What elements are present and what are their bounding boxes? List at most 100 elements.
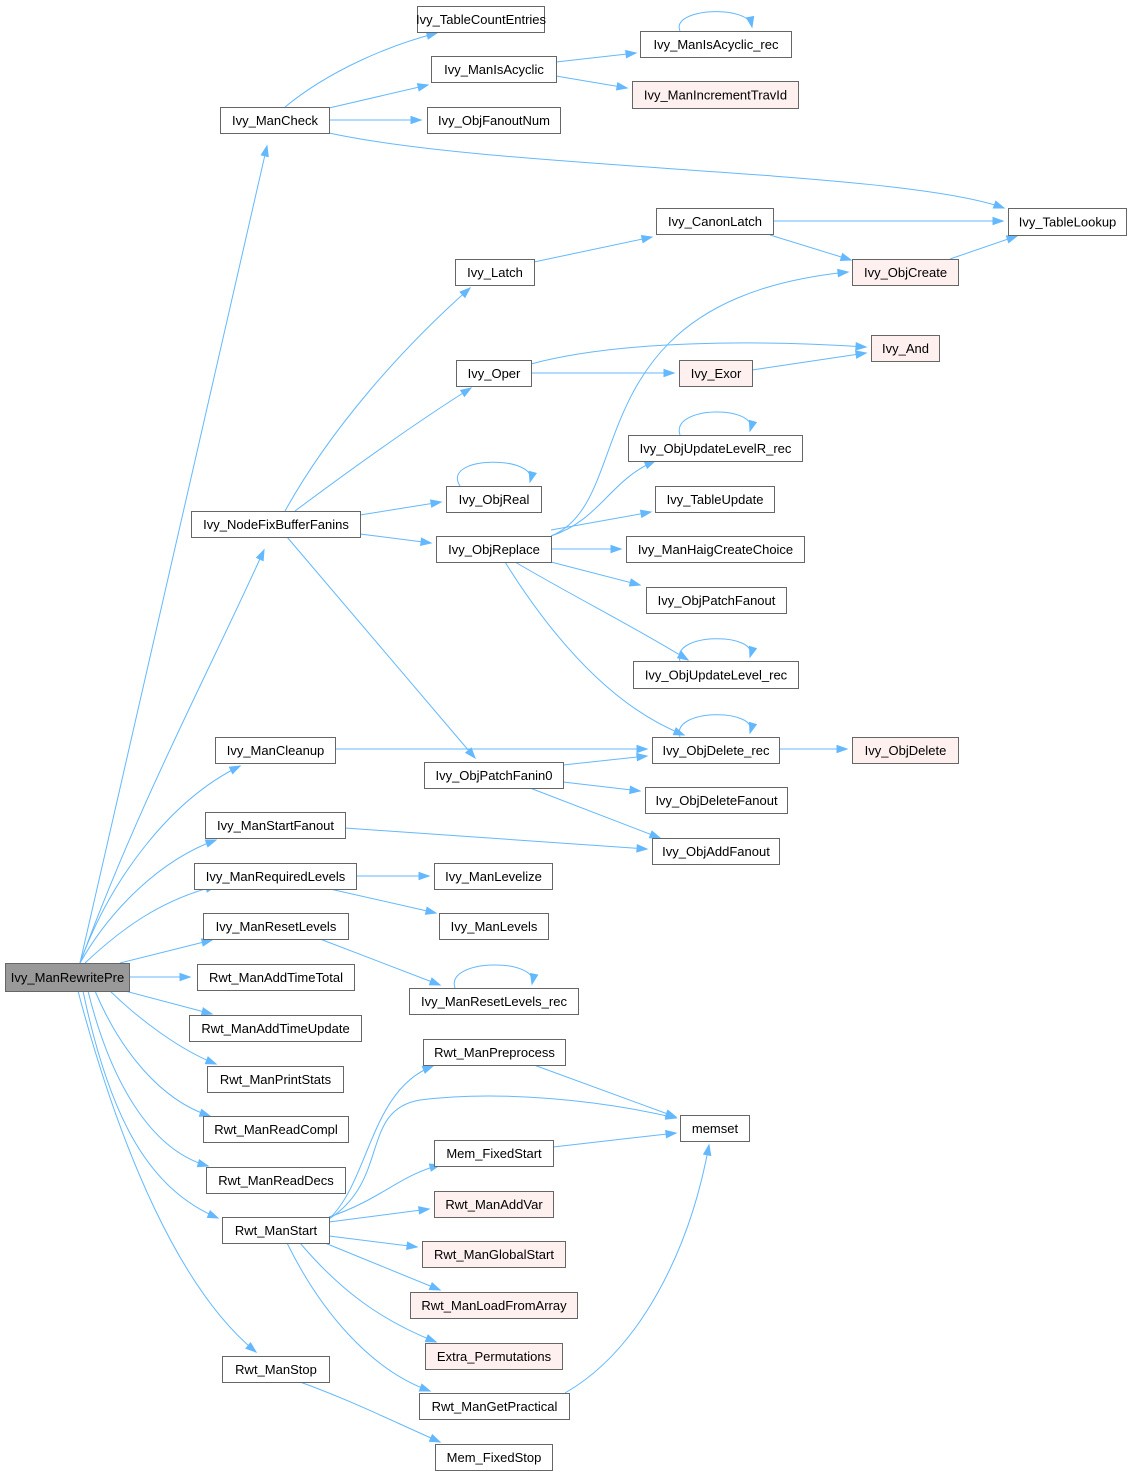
- edge-ivy_nodefixbufferfanins-to-ivy_objpatchfanin0: [286, 536, 476, 760]
- edge-ivy_objdelete_rec-to-ivy_objdelete_rec: [678, 714, 758, 738]
- edge-ivy_mancleanup-to-ivy_objdelete_rec: [335, 744, 649, 754]
- node-ivy-manlevels[interactable]: Ivy_ManLevels: [439, 913, 549, 940]
- node-ivy-manresetlevels-rec[interactable]: Ivy_ManResetLevels_rec: [409, 988, 579, 1015]
- node-rwt-manloadfromarray[interactable]: Rwt_ManLoadFromArray: [410, 1292, 578, 1319]
- node-ivy-objupdatelevel-rec[interactable]: Ivy_ObjUpdateLevel_rec: [633, 661, 799, 689]
- edge-ivy_manisacyclic-to-ivy_manincrementtravid: [555, 75, 629, 91]
- node-ivy-manisacyclic[interactable]: Ivy_ManIsAcyclic: [431, 56, 557, 83]
- node-memset[interactable]: memset: [680, 1115, 750, 1142]
- node-label: Ivy_ManStartFanout: [217, 818, 334, 833]
- node-rwt-manaddvar[interactable]: Rwt_ManAddVar: [434, 1191, 554, 1218]
- node-label: Rwt_ManReadCompl: [214, 1122, 338, 1137]
- node-rwt-manstop[interactable]: Rwt_ManStop: [222, 1356, 330, 1383]
- node-extra-permutations[interactable]: Extra_Permutations: [425, 1343, 563, 1370]
- arrowhead: [228, 765, 242, 775]
- edge-ivy_objpatchfanin0-to-ivy_objdelete_rec: [562, 752, 649, 766]
- arrowhead: [702, 1143, 712, 1157]
- node-ivy-manrequiredlevels[interactable]: Ivy_ManRequiredLevels: [194, 863, 357, 890]
- node-ivy-manisacyclic-rec[interactable]: Ivy_ManIsAcyclic_rec: [640, 31, 792, 58]
- node-rwt-manreaddecs[interactable]: Rwt_ManReadDecs: [206, 1167, 346, 1194]
- node-label: Ivy_ManCheck: [232, 113, 318, 128]
- node-ivy-objdeletefanout[interactable]: Ivy_ObjDeleteFanout: [645, 787, 788, 814]
- node-ivy-manhaigcreatechoice[interactable]: Ivy_ManHaigCreateChoice: [626, 536, 805, 563]
- node-rwt-manprintstats[interactable]: Rwt_ManPrintStats: [207, 1066, 344, 1093]
- node-ivy-tablecountentries[interactable]: Ivy_TableCountEntries: [416, 6, 547, 33]
- node-label: Rwt_ManGetPractical: [432, 1399, 558, 1414]
- arrowhead: [198, 1108, 212, 1117]
- node-label: Ivy_ManCleanup: [227, 743, 325, 758]
- node-ivy-objreplace[interactable]: Ivy_ObjReplace: [436, 536, 552, 563]
- node-rwt-mangetpractical[interactable]: Rwt_ManGetPractical: [419, 1393, 570, 1420]
- node-rwt-manreadcompl[interactable]: Rwt_ManReadCompl: [203, 1116, 349, 1143]
- node-ivy-objupdatelevelr-rec[interactable]: Ivy_ObjUpdateLevelR_rec: [628, 435, 803, 462]
- node-ivy-manrewritepre[interactable]: Ivy_ManRewritePre: [5, 963, 130, 992]
- node-ivy-tableupdate[interactable]: Ivy_TableUpdate: [655, 486, 775, 513]
- node-box: [439, 913, 549, 940]
- edge-ivy_objreal-to-ivy_objreal: [456, 461, 537, 487]
- node-label: Ivy_CanonLatch: [668, 214, 762, 229]
- node-rwt-manstart[interactable]: Rwt_ManStart: [222, 1217, 330, 1244]
- node-ivy-and[interactable]: Ivy_And: [871, 335, 940, 362]
- node-ivy-manstartfanout[interactable]: Ivy_ManStartFanout: [205, 812, 346, 839]
- node-ivy-objfanoutnum[interactable]: Ivy_ObjFanoutNum: [427, 107, 561, 134]
- node-label: Ivy_ObjPatchFanin0: [435, 768, 552, 783]
- arrowhead: [196, 1158, 210, 1168]
- node-label: Ivy_ObjUpdateLevel_rec: [645, 668, 788, 683]
- node-ivy-exor[interactable]: Ivy_Exor: [679, 360, 753, 387]
- node-ivy-objdelete[interactable]: Ivy_ObjDelete: [852, 737, 959, 764]
- node-ivy-objpatchfanin0[interactable]: Ivy_ObjPatchFanin0: [424, 762, 564, 789]
- node-ivy-objreal[interactable]: Ivy_ObjReal: [446, 486, 542, 513]
- node-ivy-latch[interactable]: Ivy_Latch: [455, 259, 535, 286]
- node-label: memset: [692, 1121, 739, 1136]
- node-rwt-manaddtimeupdate[interactable]: Rwt_ManAddTimeUpdate: [189, 1015, 362, 1042]
- node-box: [652, 737, 780, 764]
- node-label: Rwt_ManAddVar: [445, 1197, 543, 1212]
- node-rwt-manglobalstart[interactable]: Rwt_ManGlobalStart: [422, 1241, 566, 1268]
- arrowhead: [424, 906, 438, 915]
- node-ivy-mancleanup[interactable]: Ivy_ManCleanup: [215, 737, 336, 764]
- edge-ivy_manrewritepre-to-rwt_managtimetotal: [129, 972, 192, 982]
- node-ivy-manresetlevels[interactable]: Ivy_ManResetLevels: [203, 913, 349, 940]
- node-box: [207, 1066, 344, 1093]
- node-rwt-manpreprocess[interactable]: Rwt_ManPreprocess: [423, 1039, 566, 1066]
- node-label: Rwt_ManReadDecs: [218, 1173, 334, 1188]
- edge-ivy_mancheck-to-ivy_objfanoutnum: [329, 115, 423, 125]
- node-box: [422, 1241, 566, 1268]
- node-label: Ivy_ObjReplace: [448, 542, 540, 557]
- node-box: [679, 360, 753, 387]
- node-label: Ivy_ManIncrementTravId: [644, 88, 787, 103]
- node-ivy-manlevelize[interactable]: Ivy_ManLevelize: [434, 863, 553, 890]
- arrowhead: [255, 548, 265, 562]
- node-ivy-objpatchfanout[interactable]: Ivy_ObjPatchFanout: [646, 587, 787, 614]
- node-label: Ivy_ObjDelete: [865, 743, 947, 758]
- node-ivy-manincrementtravid[interactable]: Ivy_ManIncrementTravId: [632, 81, 799, 109]
- node-label: Rwt_ManLoadFromArray: [421, 1298, 567, 1313]
- edge-ivy_manrewritepre-to-ivy_manrequiredlevels: [84, 884, 218, 964]
- arrowhead: [665, 1129, 678, 1139]
- node-ivy-tablelookup[interactable]: Ivy_TableLookup: [1008, 208, 1127, 236]
- node-ivy-oper[interactable]: Ivy_Oper: [456, 360, 532, 387]
- node-box: [455, 259, 535, 286]
- arrowhead: [636, 744, 649, 754]
- node-ivy-canonlatch[interactable]: Ivy_CanonLatch: [656, 208, 774, 235]
- edge-ivy_mancheck-to-ivy_manisacyclic: [328, 83, 430, 109]
- node-label: Ivy_Exor: [691, 366, 742, 381]
- edge-ivy_manrewritepre-to-ivy_nodefixbufferfanins: [79, 548, 265, 964]
- node-ivy-objdelete-rec[interactable]: Ivy_ObjDelete_rec: [652, 737, 780, 764]
- node-ivy-objaddfanout[interactable]: Ivy_ObjAddFanout: [652, 838, 780, 865]
- node-mem-fixedstart[interactable]: Mem_FixedStart: [434, 1140, 554, 1167]
- node-ivy-nodefixbufferfanins[interactable]: Ivy_NodeFixBufferFanins: [191, 511, 361, 538]
- arrowhead: [672, 727, 686, 736]
- edge-ivy_manrewritepre-to-rwt_manaddtimeupdate: [124, 990, 214, 1016]
- node-label: Ivy_ObjUpdateLevelR_rec: [640, 441, 792, 456]
- node-ivy-mancheck[interactable]: Ivy_ManCheck: [220, 107, 330, 134]
- node-ivy-objcreate[interactable]: Ivy_ObjCreate: [852, 259, 959, 286]
- node-mem-fixedstop[interactable]: Mem_FixedStop: [435, 1444, 553, 1471]
- arrowhead: [421, 1065, 435, 1074]
- edge-ivy_manresetlevels_rec-to-ivy_manresetlevels_rec: [453, 964, 539, 989]
- node-rwt-managtimetotal[interactable]: Rwt_ManAddTimeTotal: [197, 964, 355, 991]
- arrowhead: [748, 419, 758, 433]
- edge-ivy_manisacyclic_rec-to-ivy_manisacyclic_rec: [678, 11, 755, 32]
- edge-ivy_objreplace-to-ivy_objdelete_rec: [504, 561, 686, 736]
